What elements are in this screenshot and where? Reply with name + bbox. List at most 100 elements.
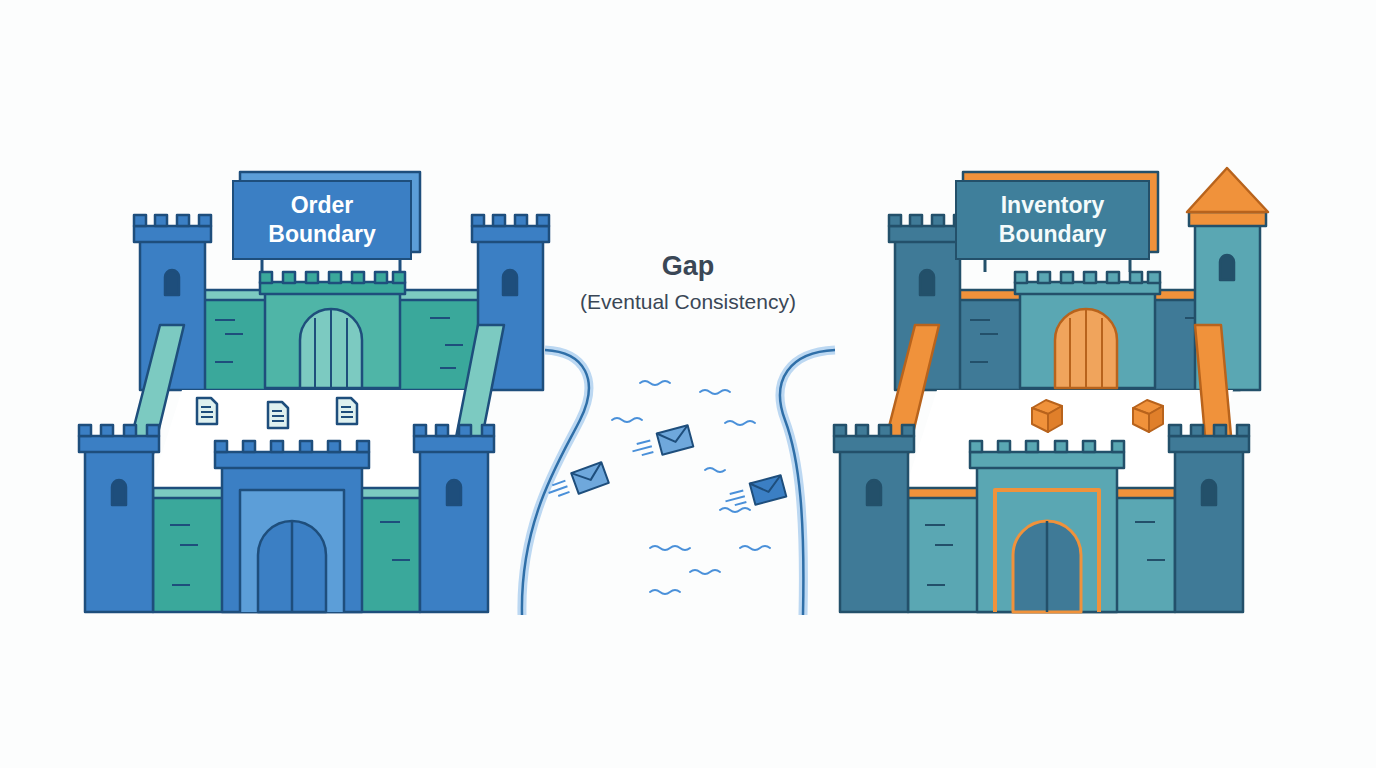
order-castle-part bbox=[472, 215, 484, 226]
gap-note: (Eventual Consistency) bbox=[580, 290, 796, 314]
inventory-castle-part bbox=[834, 436, 914, 452]
inventory-castle-part bbox=[1169, 436, 1249, 452]
inventory-castle-part bbox=[1107, 272, 1119, 283]
inventory-castle-part bbox=[1061, 272, 1073, 283]
inventory-castle-part bbox=[1133, 400, 1163, 432]
river-gap-part bbox=[650, 590, 680, 594]
order-castle-part bbox=[258, 521, 326, 612]
inventory-castle-part bbox=[1133, 408, 1149, 432]
inventory-castle-part bbox=[1032, 408, 1048, 432]
inventory-castle-part bbox=[902, 425, 914, 436]
order-castle-part bbox=[134, 215, 146, 226]
inventory-castle-part bbox=[867, 480, 881, 505]
message-envelopes-part bbox=[571, 462, 609, 494]
message-envelopes-part bbox=[571, 462, 606, 485]
inventory-castle-part bbox=[995, 490, 1099, 612]
inventory-castle-part bbox=[1038, 272, 1050, 283]
order-castle-part bbox=[414, 425, 426, 436]
order-castle-part bbox=[300, 309, 362, 388]
inventory-castle-part bbox=[1220, 255, 1234, 280]
inventory-castle-part bbox=[1015, 272, 1027, 283]
order-castle-part bbox=[165, 270, 179, 295]
message-envelopes-part bbox=[750, 475, 784, 496]
river-gap-part bbox=[725, 421, 755, 425]
inventory-castle-part bbox=[977, 465, 1117, 612]
order-castle-part bbox=[337, 398, 357, 424]
order-castle-part bbox=[283, 272, 295, 283]
inventory-castle-part bbox=[1191, 425, 1203, 436]
boundary-sign: Order Boundary bbox=[232, 180, 412, 260]
order-castle-part bbox=[195, 298, 485, 390]
inventory-castle-part bbox=[985, 258, 1130, 272]
inventory-castle-part bbox=[1187, 168, 1268, 212]
message-envelopes-part bbox=[723, 475, 787, 512]
inventory-castle-part bbox=[834, 425, 846, 436]
river-gap-part bbox=[612, 381, 770, 594]
order-castle-part bbox=[503, 270, 517, 295]
order-castle-part bbox=[262, 258, 400, 272]
inventory-castle-part bbox=[1084, 272, 1096, 283]
inventory-castle-part bbox=[879, 425, 891, 436]
river-gap-part bbox=[640, 381, 670, 385]
order-castle-part bbox=[482, 425, 494, 436]
order-castle-part bbox=[393, 272, 405, 283]
inventory-castle-part bbox=[834, 168, 1268, 612]
order-castle-part bbox=[328, 441, 340, 452]
inventory-castle-part bbox=[1214, 425, 1226, 436]
river-gap bbox=[522, 350, 835, 615]
order-castle-part bbox=[243, 441, 255, 452]
order-castle-part bbox=[357, 441, 369, 452]
message-envelopes-part bbox=[657, 425, 691, 446]
inventory-castle-part bbox=[1148, 272, 1160, 283]
order-castle-part bbox=[265, 290, 400, 388]
order-castle bbox=[79, 172, 549, 612]
inventory-castle-part bbox=[1055, 441, 1067, 452]
inventory-castle-part bbox=[1130, 272, 1142, 283]
inventory-castle-part bbox=[840, 450, 908, 612]
inventory-castle-part bbox=[920, 270, 934, 295]
gap-heading: Gap bbox=[662, 251, 715, 282]
inventory-castle-part bbox=[970, 441, 982, 452]
inventory-castle bbox=[834, 168, 1268, 612]
inventory-castle-part bbox=[1237, 425, 1249, 436]
order-castle-part bbox=[537, 215, 549, 226]
inventory-castle-part bbox=[910, 215, 922, 226]
inventory-castle-part bbox=[856, 425, 868, 436]
inventory-castle-part bbox=[1013, 521, 1081, 612]
order-castle-part bbox=[291, 521, 294, 612]
inventory-castle-part bbox=[1026, 441, 1038, 452]
river-gap-part bbox=[780, 350, 835, 615]
order-castle-part bbox=[101, 425, 113, 436]
inventory-castle-part bbox=[1032, 400, 1062, 432]
order-castle-part bbox=[147, 425, 159, 436]
message-envelopes-part bbox=[631, 440, 653, 457]
inventory-castle-part bbox=[932, 215, 944, 226]
river-gap-part bbox=[740, 546, 770, 550]
order-castle-part bbox=[493, 215, 505, 226]
message-envelopes bbox=[545, 425, 786, 512]
inventory-castle-part bbox=[1202, 480, 1216, 505]
order-castle-part bbox=[124, 425, 136, 436]
inventory-castle-part bbox=[1048, 406, 1062, 432]
order-castle-part bbox=[329, 272, 341, 283]
river-gap-part bbox=[700, 390, 730, 394]
order-castle-part bbox=[240, 490, 344, 612]
inventory-castle-part bbox=[1055, 309, 1117, 388]
order-castle-part bbox=[197, 398, 217, 424]
inventory-castle-part bbox=[1149, 406, 1163, 432]
river-gap-part bbox=[780, 350, 835, 615]
order-castle-part bbox=[260, 272, 272, 283]
message-envelopes-part bbox=[545, 462, 609, 503]
order-castle-part bbox=[436, 425, 448, 436]
order-castle-part bbox=[315, 310, 347, 388]
order-castle-part bbox=[222, 465, 362, 612]
inventory-castle-part bbox=[889, 215, 901, 226]
order-castle-part bbox=[79, 425, 91, 436]
order-castle-part bbox=[341, 407, 353, 417]
order-castle-part bbox=[201, 407, 213, 417]
river-gap-part bbox=[720, 508, 750, 512]
river-gap-part bbox=[612, 418, 642, 422]
order-castle-part bbox=[352, 272, 364, 283]
order-castle-part bbox=[472, 226, 549, 242]
